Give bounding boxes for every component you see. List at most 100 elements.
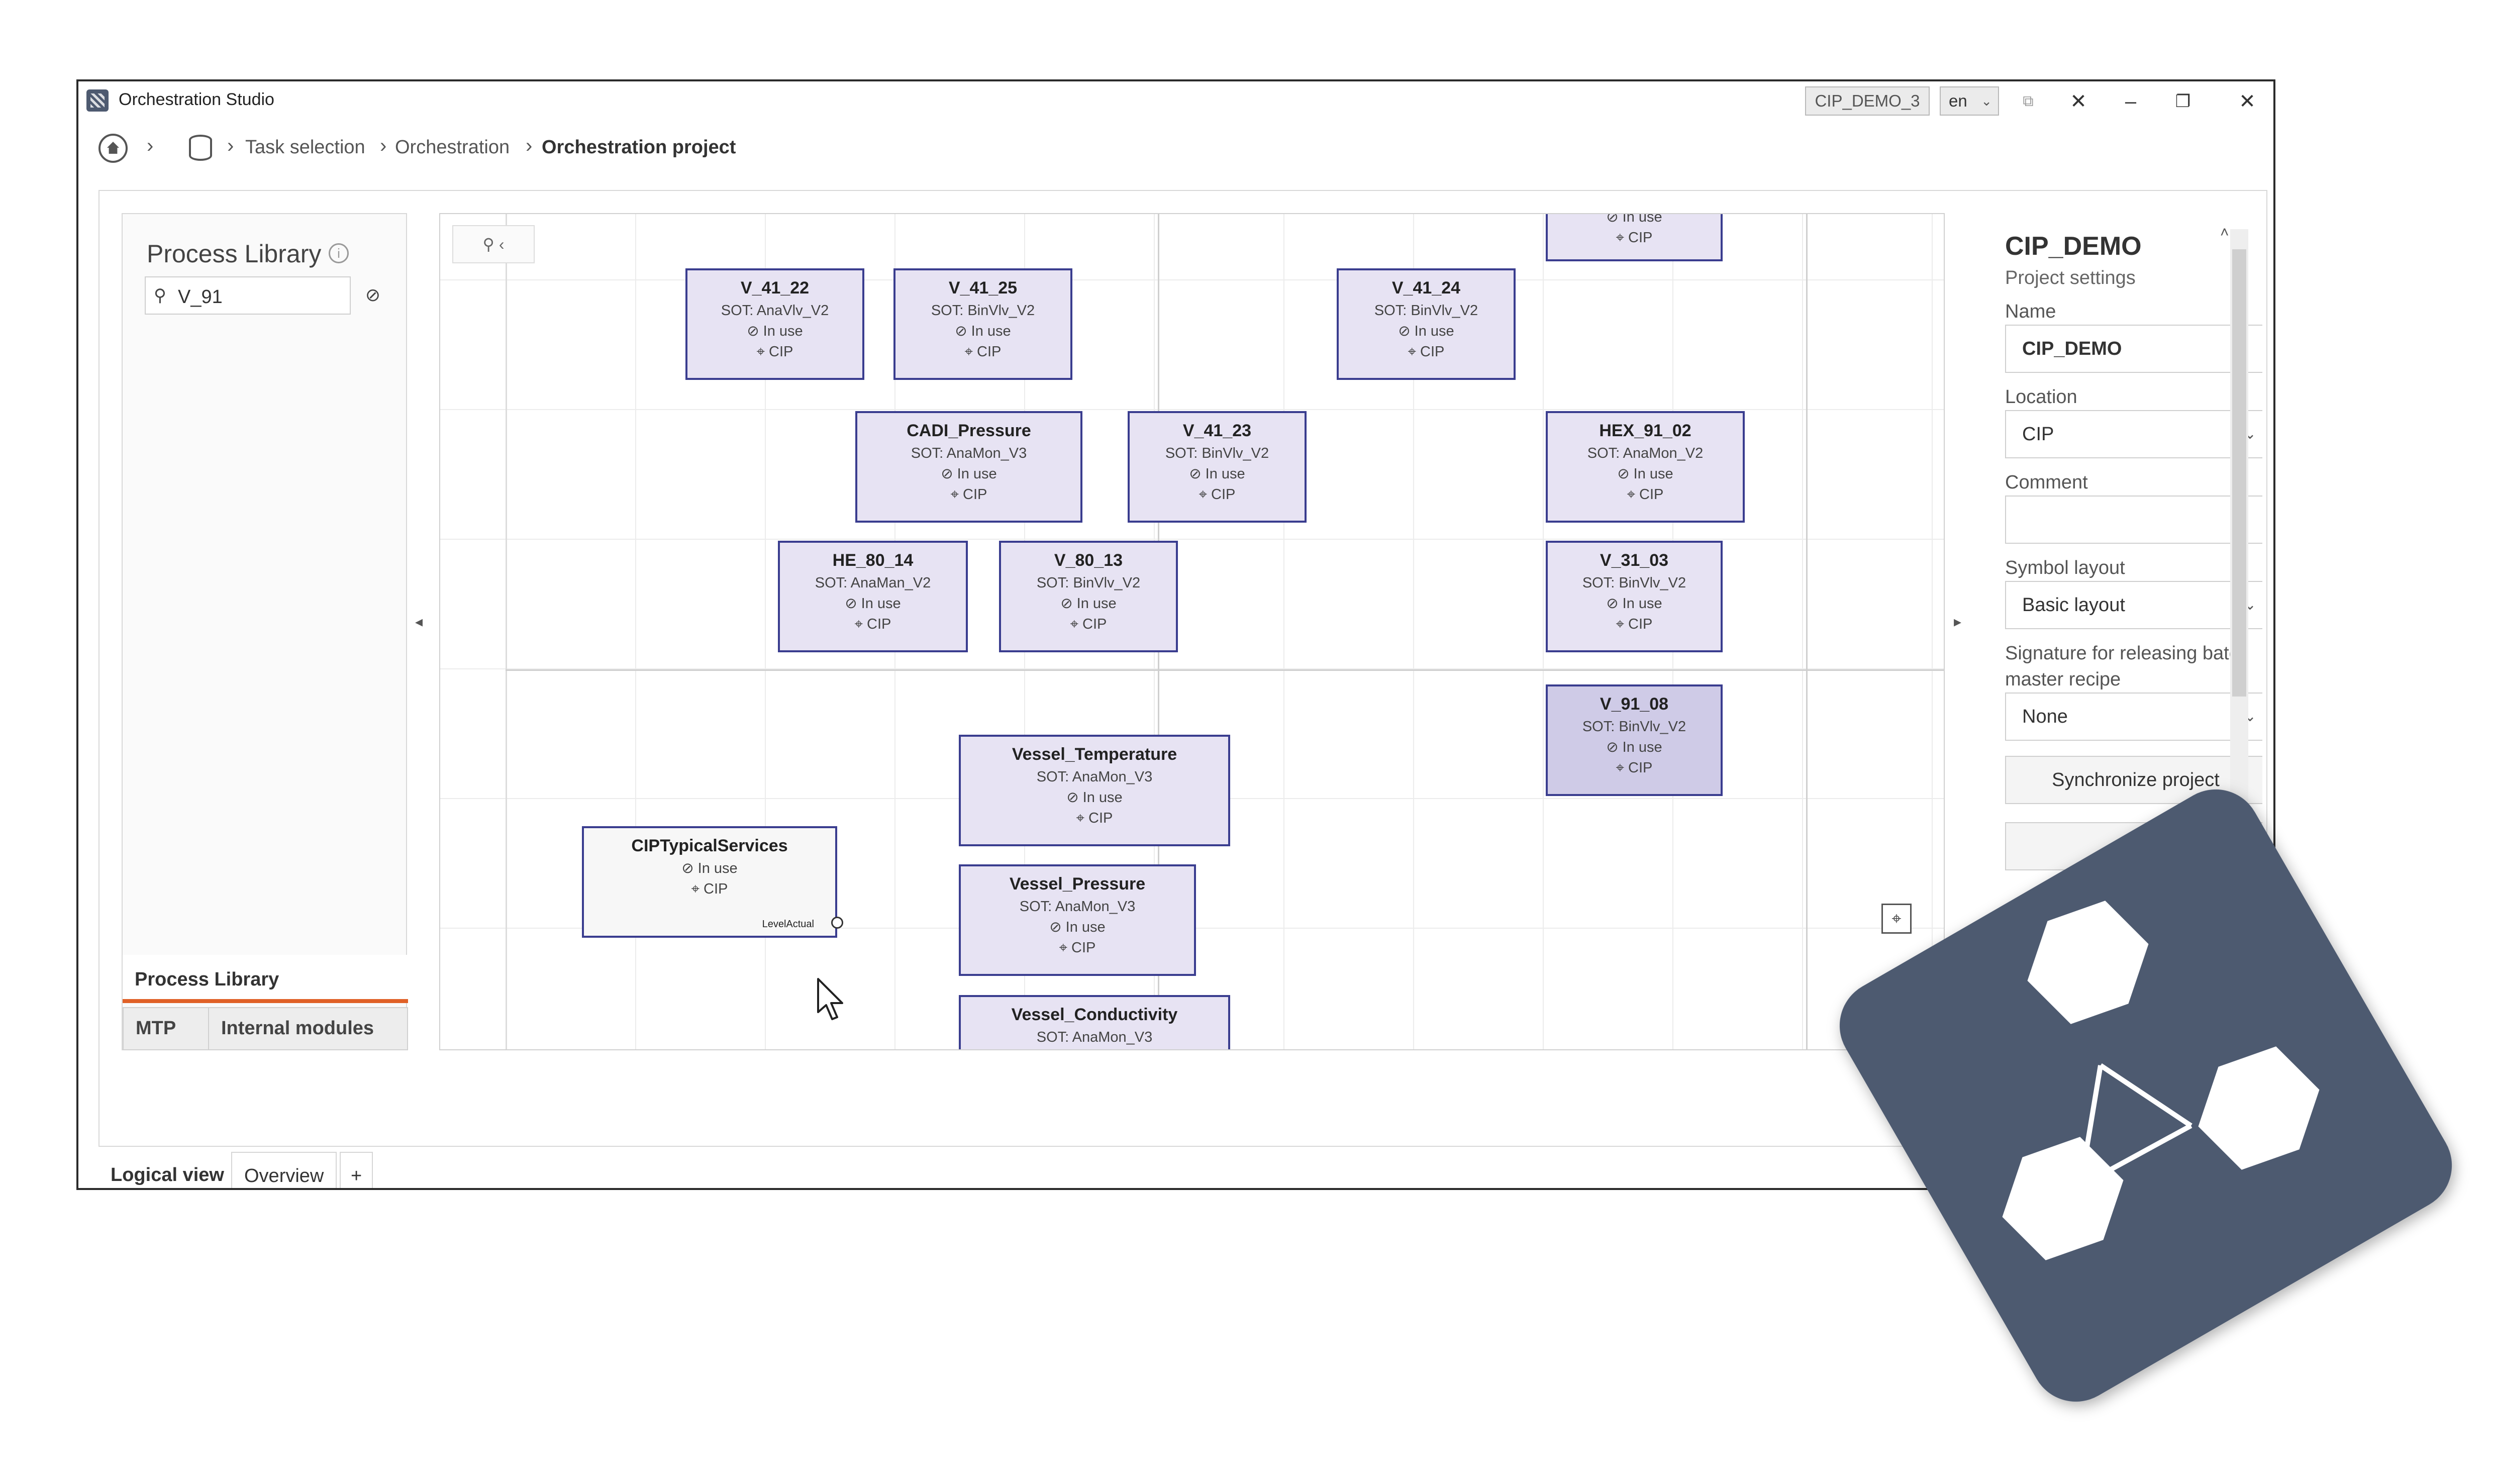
module-node[interactable]: ⊘ In use ⌖ CIP [1546,213,1723,261]
node-name: V_91_08 [1600,695,1669,714]
title-bar: Orchestration Studio CIP_DEMO_3 en ⌄ ⧉ ✕… [78,81,2273,122]
node-location: ⌖ CIP [1199,486,1236,503]
collapse-left-icon[interactable]: ◂ [415,614,423,630]
symbol-layout-label: Symbol layout [2005,557,2125,578]
tab-process-library[interactable]: Process Library [123,955,408,1003]
service-node[interactable]: CIPTypicalServices ⊘ In use ⌖ CIP LevelA… [582,826,843,938]
home-icon[interactable] [98,134,128,163]
breadcrumb-task-selection[interactable]: Task selection [245,137,365,158]
breadcrumb-orchestration[interactable]: Orchestration [395,137,510,158]
node-name: V_41_23 [1182,421,1252,440]
node-sot: SOT: AnaMan_V2 [815,575,931,591]
location-label: Location [2005,386,2077,408]
node-location: ⌖ CIP [854,616,891,632]
chevron-right-icon: › [380,135,387,157]
symbol-layout-select[interactable]: Basic layout ⌄ [2005,581,2262,629]
module-node[interactable]: Vessel_Pressure SOT: AnaMon_V3 ⊘ In use … [959,864,1196,976]
node-sot: SOT: AnaMon_V3 [1019,899,1136,915]
chevron-down-icon: ⌄ [1981,93,1992,109]
node-name: CIPTypicalServices [631,836,788,855]
node-status: ⊘ In use [1617,466,1673,482]
node-status: ⊘ In use [1049,919,1106,935]
node-sot: SOT: AnaMon_V3 [911,445,1027,461]
app-logo-icon [86,89,109,112]
comment-label: Comment [2005,472,2088,493]
project-chip[interactable]: CIP_DEMO_3 [1805,86,1930,116]
module-node[interactable]: CADI_Pressure SOT: AnaMon_V3 ⊘ In use ⌖ … [855,411,1082,523]
location-select[interactable]: CIP ⌄ [2005,410,2262,458]
node-location: ⌖ CIP [964,344,1002,360]
project-name-heading: CIP_DEMO [2005,232,2142,261]
node-location: ⌖ CIP [950,486,987,503]
node-status: ⊘ In use [1398,323,1454,339]
collapse-right-icon[interactable]: ▸ [1954,614,1962,630]
node-status: ⊘ In use [941,466,997,482]
node-name: HEX_91_02 [1599,421,1691,440]
hierarchy-icon[interactable]: ⧉ [2023,93,2034,110]
node-name: V_31_03 [1600,551,1669,570]
node-location: ⌖ CIP [1627,486,1664,503]
node-name: V_41_24 [1391,278,1461,298]
eye-off-icon[interactable]: ⊘ [365,284,381,305]
node-status: ⊘ In use [681,860,738,876]
settings-scrollbar[interactable] [2230,229,2248,862]
node-location: ⌖ CIP [756,344,793,360]
search-icon: ⚲ [154,286,166,305]
port-connector[interactable] [831,917,843,929]
close-icon[interactable]: ✕ [2239,90,2256,113]
library-search-value: V_91 [178,286,223,308]
library-search-input[interactable]: ⚲ V_91 [145,276,351,315]
chevron-up-icon[interactable]: ˄ [2220,224,2229,241]
tab-overview[interactable]: Overview [231,1152,337,1188]
node-name: Vessel_Pressure [1009,874,1146,894]
restore-icon[interactable]: ❐ [2175,92,2191,111]
breadcrumb: › › Task selection › Orchestration › Orc… [98,128,2273,168]
database-icon[interactable] [189,135,212,161]
chevron-right-icon: › [227,135,234,157]
orchestration-canvas[interactable]: ⚲ ‹ ⊘ In use ⌖ CIP V_41_22 SOT: AnaVlv_V… [439,213,1945,1050]
module-node[interactable]: V_41_23 SOT: BinVlv_V2 ⊘ In use ⌖ CIP [1128,411,1307,523]
chevron-right-icon: › [526,135,533,157]
node-location: ⌖ CIP [1408,344,1445,360]
module-node[interactable]: V_31_03 SOT: BinVlv_V2 ⊘ In use ⌖ CIP [1546,541,1723,652]
module-node[interactable]: HEX_91_02 SOT: AnaMon_V2 ⊘ In use ⌖ CIP [1546,411,1745,523]
unpin-icon[interactable]: ✕ [2070,90,2087,113]
module-node[interactable]: Vessel_Conductivity SOT: AnaMon_V3 [959,995,1230,1049]
signature-select[interactable]: None ⌄ [2005,692,2262,741]
tab-logical-view[interactable]: Logical view [98,1152,236,1188]
node-status: ⊘ In use [1606,596,1662,612]
node-sot: SOT: BinVlv_V2 [1582,719,1686,735]
node-name: V_41_25 [948,278,1018,298]
chevron-right-icon: › [147,135,154,157]
node-sot: SOT: BinVlv_V2 [1374,303,1478,319]
node-location: ⌖ CIP [1616,230,1653,246]
location-value: CIP [2022,424,2054,445]
add-tab-button[interactable]: + [340,1152,373,1188]
process-library-panel: Process Library i ⚲ V_91 ⊘ Process Libra… [122,213,408,1050]
module-node[interactable]: V_80_13 SOT: BinVlv_V2 ⊘ In use ⌖ CIP [999,541,1178,652]
module-node[interactable]: Vessel_Temperature SOT: AnaMon_V3 ⊘ In u… [959,735,1230,846]
language-select[interactable]: en ⌄ [1940,86,1999,116]
info-icon[interactable]: i [329,243,349,263]
minimize-icon[interactable]: – [2125,90,2137,113]
module-node[interactable]: V_41_25 SOT: BinVlv_V2 ⊘ In use ⌖ CIP [893,268,1072,380]
tab-process-library-label: Process Library [135,969,279,990]
node-status: ⊘ In use [1606,213,1662,225]
module-node-selected[interactable]: V_91_08 SOT: BinVlv_V2 ⊘ In use ⌖ CIP [1546,684,1723,796]
name-field[interactable]: CIP_DEMO [2005,325,2262,373]
node-name: Vessel_Conductivity [1011,1005,1178,1024]
node-name: V_41_22 [740,278,810,298]
node-sot: SOT: BinVlv_V2 [1582,575,1686,591]
module-node[interactable]: V_41_24 SOT: BinVlv_V2 ⊘ In use ⌖ CIP [1337,268,1516,380]
node-status: ⊘ In use [1189,466,1245,482]
node-sot: SOT: AnaMon_V3 [1036,1029,1153,1045]
module-node[interactable]: HE_80_14 SOT: AnaMan_V2 ⊘ In use ⌖ CIP [778,541,968,652]
comment-field[interactable] [2005,496,2262,544]
module-node[interactable]: V_41_22 SOT: AnaVlv_V2 ⊘ In use ⌖ CIP [685,268,864,380]
fit-view-icon[interactable]: ⌖ [1881,904,1912,934]
tab-internal-modules[interactable]: Internal modules [208,1007,408,1050]
tab-mtp[interactable]: MTP [123,1007,209,1050]
signature-value: None [2022,706,2068,727]
canvas-search-button[interactable]: ⚲ ‹ [452,225,535,263]
node-port-label: LevelActual [762,919,814,930]
